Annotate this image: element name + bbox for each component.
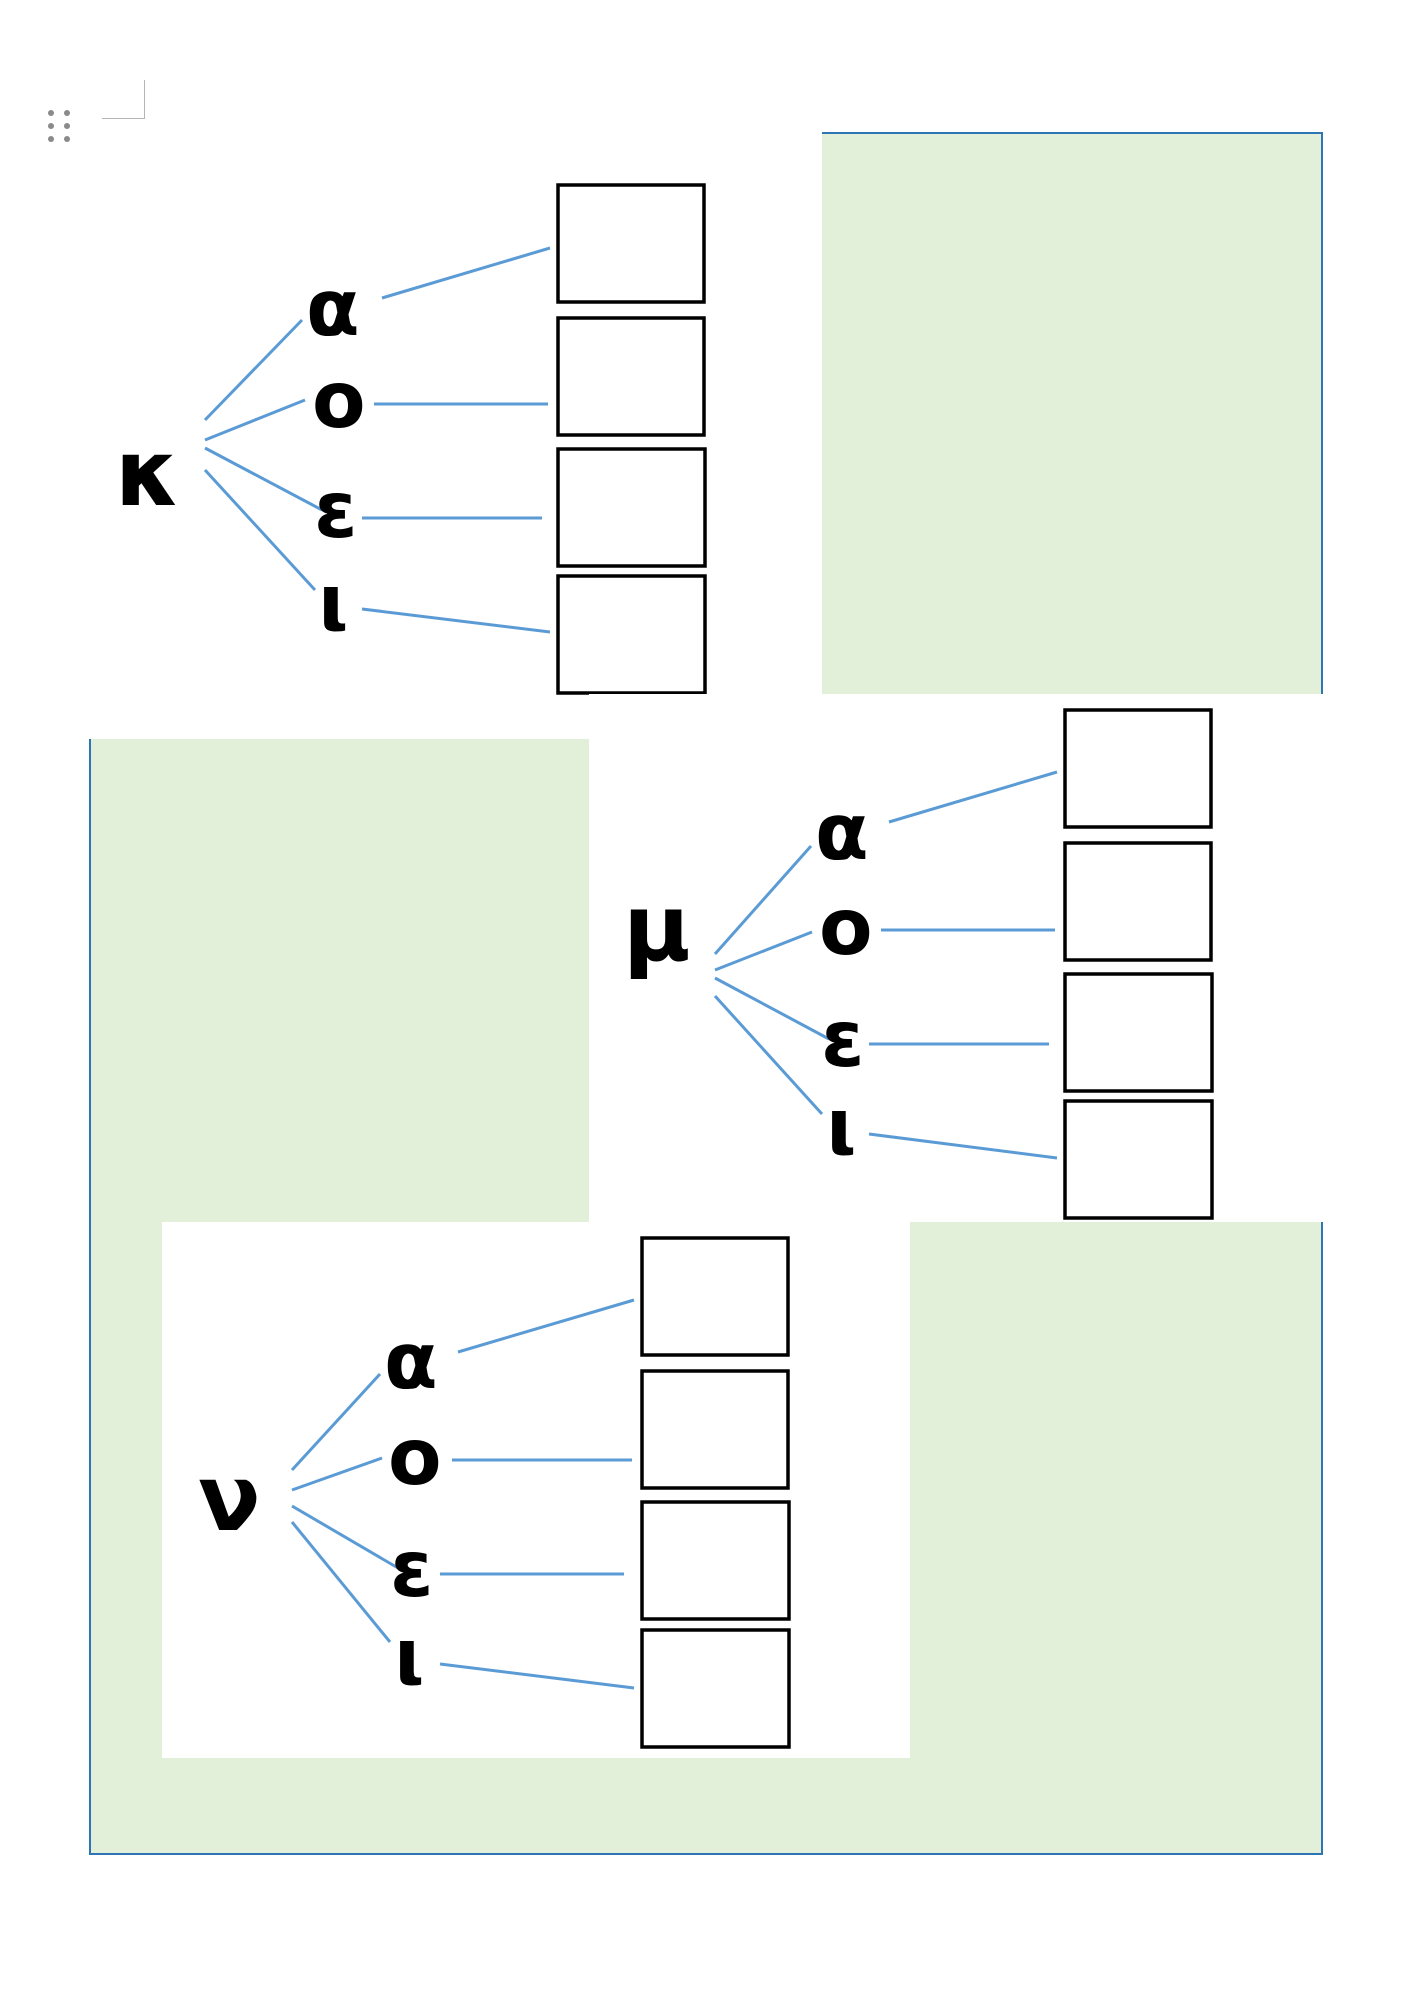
syllable-tree-mu: μ α ο ε ι bbox=[589, 694, 1322, 1222]
panel-border-right-upper bbox=[1321, 132, 1323, 694]
branch-line bbox=[290, 1372, 382, 1472]
answer-box[interactable] bbox=[640, 1628, 791, 1749]
vowel-letter: ε bbox=[390, 1525, 433, 1615]
drag-handle-icon[interactable] bbox=[48, 110, 74, 152]
answer-box[interactable] bbox=[640, 1236, 790, 1357]
vowel-letter: α bbox=[815, 788, 869, 878]
tree-diagram: κ α ο ε ι bbox=[115, 183, 707, 695]
branch-line bbox=[290, 1521, 392, 1643]
answer-box[interactable] bbox=[1063, 841, 1213, 962]
branch-line bbox=[381, 246, 551, 300]
consonant-letter: κ bbox=[115, 420, 180, 527]
consonant-letter: ν bbox=[198, 1445, 261, 1552]
vowel-letter: ι bbox=[826, 1083, 856, 1173]
tree-diagram: μ α ο ε ι bbox=[623, 708, 1214, 1220]
answer-box[interactable] bbox=[640, 1369, 790, 1490]
branch-line bbox=[361, 607, 551, 634]
branch-line bbox=[291, 1504, 399, 1570]
branch-line bbox=[457, 1298, 635, 1354]
branch-line bbox=[713, 845, 813, 955]
branch-line bbox=[291, 1456, 383, 1492]
green-panel-top-right bbox=[822, 133, 1322, 694]
vowel-letter: α bbox=[306, 264, 360, 354]
panel-border-bottom bbox=[89, 1853, 1323, 1855]
branch-line bbox=[439, 1662, 635, 1690]
answer-box[interactable] bbox=[556, 183, 706, 304]
vowel-letter: ι bbox=[318, 559, 348, 649]
branch-line bbox=[203, 468, 317, 592]
answer-box[interactable] bbox=[556, 447, 707, 568]
vowel-letter: ε bbox=[821, 995, 864, 1085]
answer-box[interactable] bbox=[1063, 708, 1213, 829]
answer-box[interactable] bbox=[1063, 972, 1214, 1093]
vowel-letter: ι bbox=[394, 1613, 424, 1703]
answer-box[interactable] bbox=[1063, 1099, 1214, 1220]
branch-line bbox=[714, 930, 813, 972]
margin-corner-icon bbox=[102, 80, 145, 119]
answer-box[interactable] bbox=[556, 316, 706, 437]
panel-border-top bbox=[822, 132, 1323, 134]
syllable-tree-nu: ν α ο ε ι bbox=[162, 1222, 910, 1758]
vowel-letter: ε bbox=[314, 466, 357, 556]
vowel-letter: ο bbox=[388, 1413, 442, 1503]
syllable-tree-kappa: κ α ο ε ι bbox=[100, 170, 720, 700]
branch-line bbox=[714, 976, 830, 1041]
branch-line bbox=[888, 770, 1058, 824]
answer-box[interactable] bbox=[556, 574, 707, 695]
branch-line bbox=[203, 318, 304, 422]
branch-line bbox=[204, 446, 323, 512]
branch-line bbox=[713, 994, 824, 1116]
vowel-letter: ο bbox=[819, 883, 873, 973]
branch-line bbox=[204, 398, 306, 442]
vowel-letter: α bbox=[384, 1317, 438, 1407]
vowel-letter: ο bbox=[312, 356, 366, 446]
branch-line bbox=[868, 1132, 1058, 1160]
panel-border-right-lower bbox=[1321, 1222, 1323, 1855]
tree-diagram: ν α ο ε ι bbox=[198, 1236, 791, 1749]
panel-border-left bbox=[89, 739, 91, 1855]
consonant-letter: μ bbox=[623, 875, 691, 982]
answer-box[interactable] bbox=[640, 1500, 791, 1621]
